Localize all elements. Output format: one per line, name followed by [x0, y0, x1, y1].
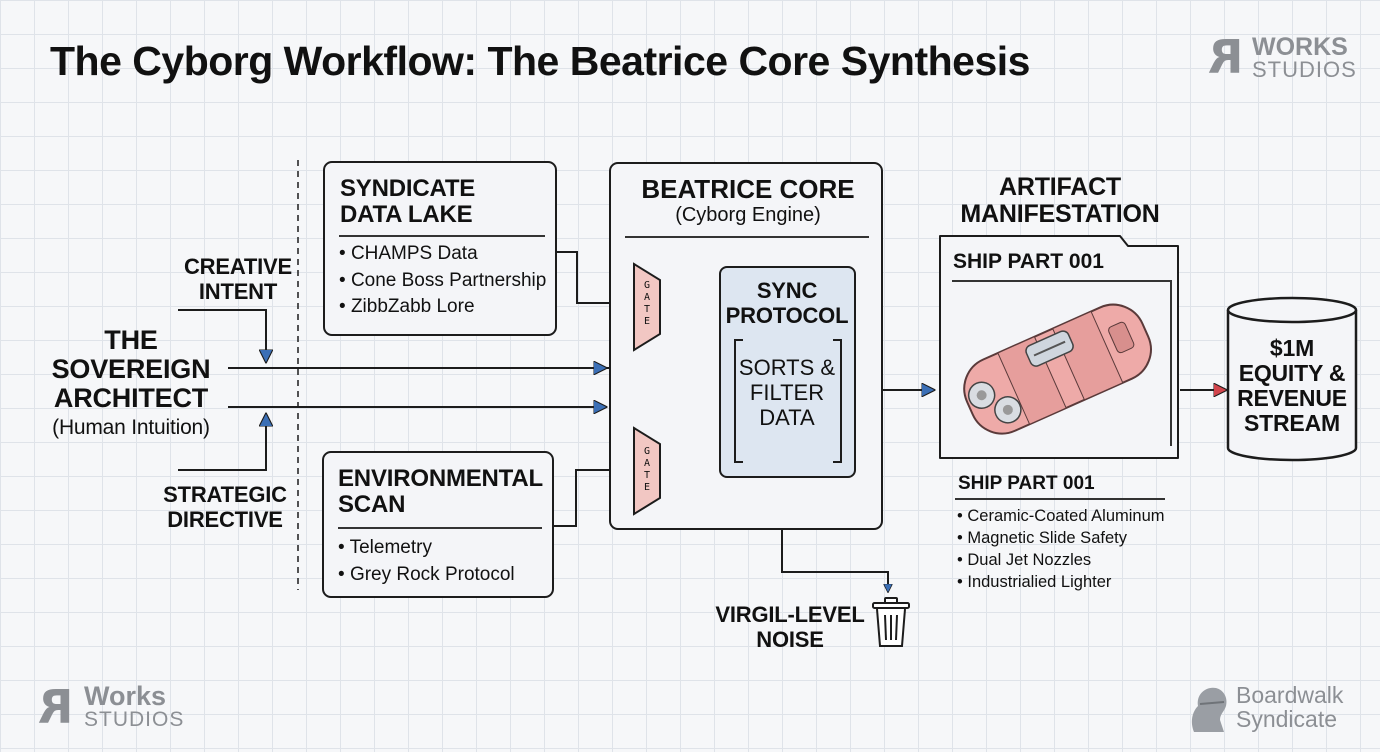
sync-title1: SYNC — [756, 278, 818, 303]
env-scan-title2: SCAN — [338, 491, 406, 518]
architect-line3: ARCHITECT — [53, 383, 209, 413]
strategic-directive-label: STRATEGIC DIRECTIVE — [154, 482, 296, 532]
strategic-directive-line2: DIRECTIVE — [167, 507, 283, 532]
arrow-strategic-directive — [178, 414, 266, 471]
sync-body: SORTS & FILTER DATA — [721, 355, 853, 430]
gate-top — [633, 262, 661, 352]
creative-intent-line1: CREATIVE — [183, 254, 292, 279]
noise-line2: NOISE — [756, 627, 824, 652]
gate-bottom — [633, 426, 661, 516]
artifact-panel-title: SHIP PART 001 — [953, 250, 1104, 273]
list-item: Ceramic-Coated Aluminum — [957, 505, 1164, 527]
sovereign-architect: THE SOVEREIGN ARCHITECT (Human Intuition… — [36, 326, 226, 443]
lighter-icon — [963, 303, 1152, 435]
works-r-mark-icon-bottom: R — [38, 680, 74, 734]
arrow-creative-intent — [178, 309, 266, 362]
list-item: CHAMPS Data — [339, 241, 546, 268]
equity-line1: $1M — [1269, 335, 1315, 361]
page-title: The Cyborg Workflow: The Beatrice Core S… — [50, 38, 1030, 84]
noise-line1: VIRGIL-LEVEL — [715, 602, 865, 627]
boardwalk-head-icon — [1191, 687, 1227, 732]
artifact-line1: ARTIFACT — [999, 173, 1121, 201]
data-lake-title1: SYNDICATE — [340, 175, 476, 202]
arrow-env-gate — [554, 470, 626, 527]
boardwalk-syndicate-logo: Boardwalk Syndicate — [1184, 682, 1374, 738]
architect-line1: THE — [104, 325, 158, 355]
sync-title2: PROTOCOL — [725, 303, 849, 328]
artifact-label: ARTIFACT MANIFESTATION — [940, 174, 1180, 228]
noise-label: VIRGIL-LEVEL NOISE — [700, 602, 880, 652]
creative-intent-line2: INTENT — [198, 279, 278, 304]
works-studios-logo-top: R WORKS STUDIOS — [1208, 30, 1368, 84]
data-lake-title: SYNDICATE DATA LAKE — [340, 176, 475, 228]
data-lake-list: CHAMPS DataCone Boss PartnershipZibbZabb… — [339, 241, 546, 321]
spec-title: SHIP PART 001 — [958, 473, 1095, 494]
logo-bottom-line1: Works — [84, 681, 167, 711]
list-item: ZibbZabb Lore — [339, 294, 546, 321]
creative-intent-label: CREATIVE INTENT — [168, 254, 308, 304]
trash-icon — [872, 597, 910, 647]
logo-line1: WORKS — [1252, 33, 1348, 61]
env-scan-list: TelemetryGrey Rock Protocol — [338, 535, 515, 588]
syndicate-data-lake-box: SYNDICATE DATA LAKE CHAMPS DataCone Boss… — [323, 161, 557, 336]
equity-line2: EQUITY & — [1238, 360, 1346, 386]
environmental-scan-box: ENVIRONMENTAL SCAN TelemetryGrey Rock Pr… — [322, 451, 554, 598]
core-title: BEATRICE CORE — [641, 174, 855, 204]
data-lake-title2: DATA LAKE — [340, 201, 473, 228]
boardwalk-line1: Boardwalk — [1236, 682, 1344, 708]
sync-body3: DATA — [759, 405, 815, 430]
list-item: Dual Jet Nozzles — [957, 549, 1165, 571]
equity-line4: STREAM — [1244, 410, 1340, 436]
architect-subtitle: (Human Intuition) — [52, 416, 210, 439]
equity-cylinder — [1226, 296, 1358, 462]
list-item: Telemetry — [338, 535, 515, 562]
strategic-directive-line1: STRATEGIC — [163, 482, 287, 507]
artifact-line2: MANIFESTATION — [960, 200, 1160, 228]
env-scan-title: ENVIRONMENTAL SCAN — [338, 466, 543, 518]
sync-body2: FILTER — [749, 380, 825, 405]
architect-line2: SOVEREIGN — [51, 354, 211, 384]
arrow-datalake-gate — [556, 251, 626, 303]
boardwalk-line2: Syndicate — [1236, 706, 1338, 732]
list-item: Industrialied Lighter — [957, 571, 1165, 593]
sync-body1: SORTS & — [738, 355, 836, 380]
logo-bottom-line2: STUDIOS — [84, 708, 185, 731]
logo-line2: STUDIOS — [1252, 57, 1357, 82]
list-item: Cone Boss Partnership — [339, 268, 546, 295]
equity-line3: REVENUE — [1237, 385, 1347, 411]
sync-protocol-box: SYNC PROTOCOL SORTS & FILTER DATA — [719, 266, 856, 478]
core-subtitle: (Cyborg Engine) — [675, 204, 821, 226]
env-scan-title1: ENVIRONMENTAL — [338, 465, 543, 492]
works-studios-logo-bottom: R Works STUDIOS — [38, 680, 198, 734]
equity-label: $1M EQUITY & REVENUE STREAM — [1228, 336, 1356, 436]
list-item: Grey Rock Protocol — [338, 562, 515, 589]
sync-title: SYNC PROTOCOL — [721, 278, 853, 328]
spec-list: Ceramic-Coated AluminumMagnetic Slide Sa… — [957, 505, 1165, 593]
list-item: Magnetic Slide Safety — [957, 527, 1165, 549]
